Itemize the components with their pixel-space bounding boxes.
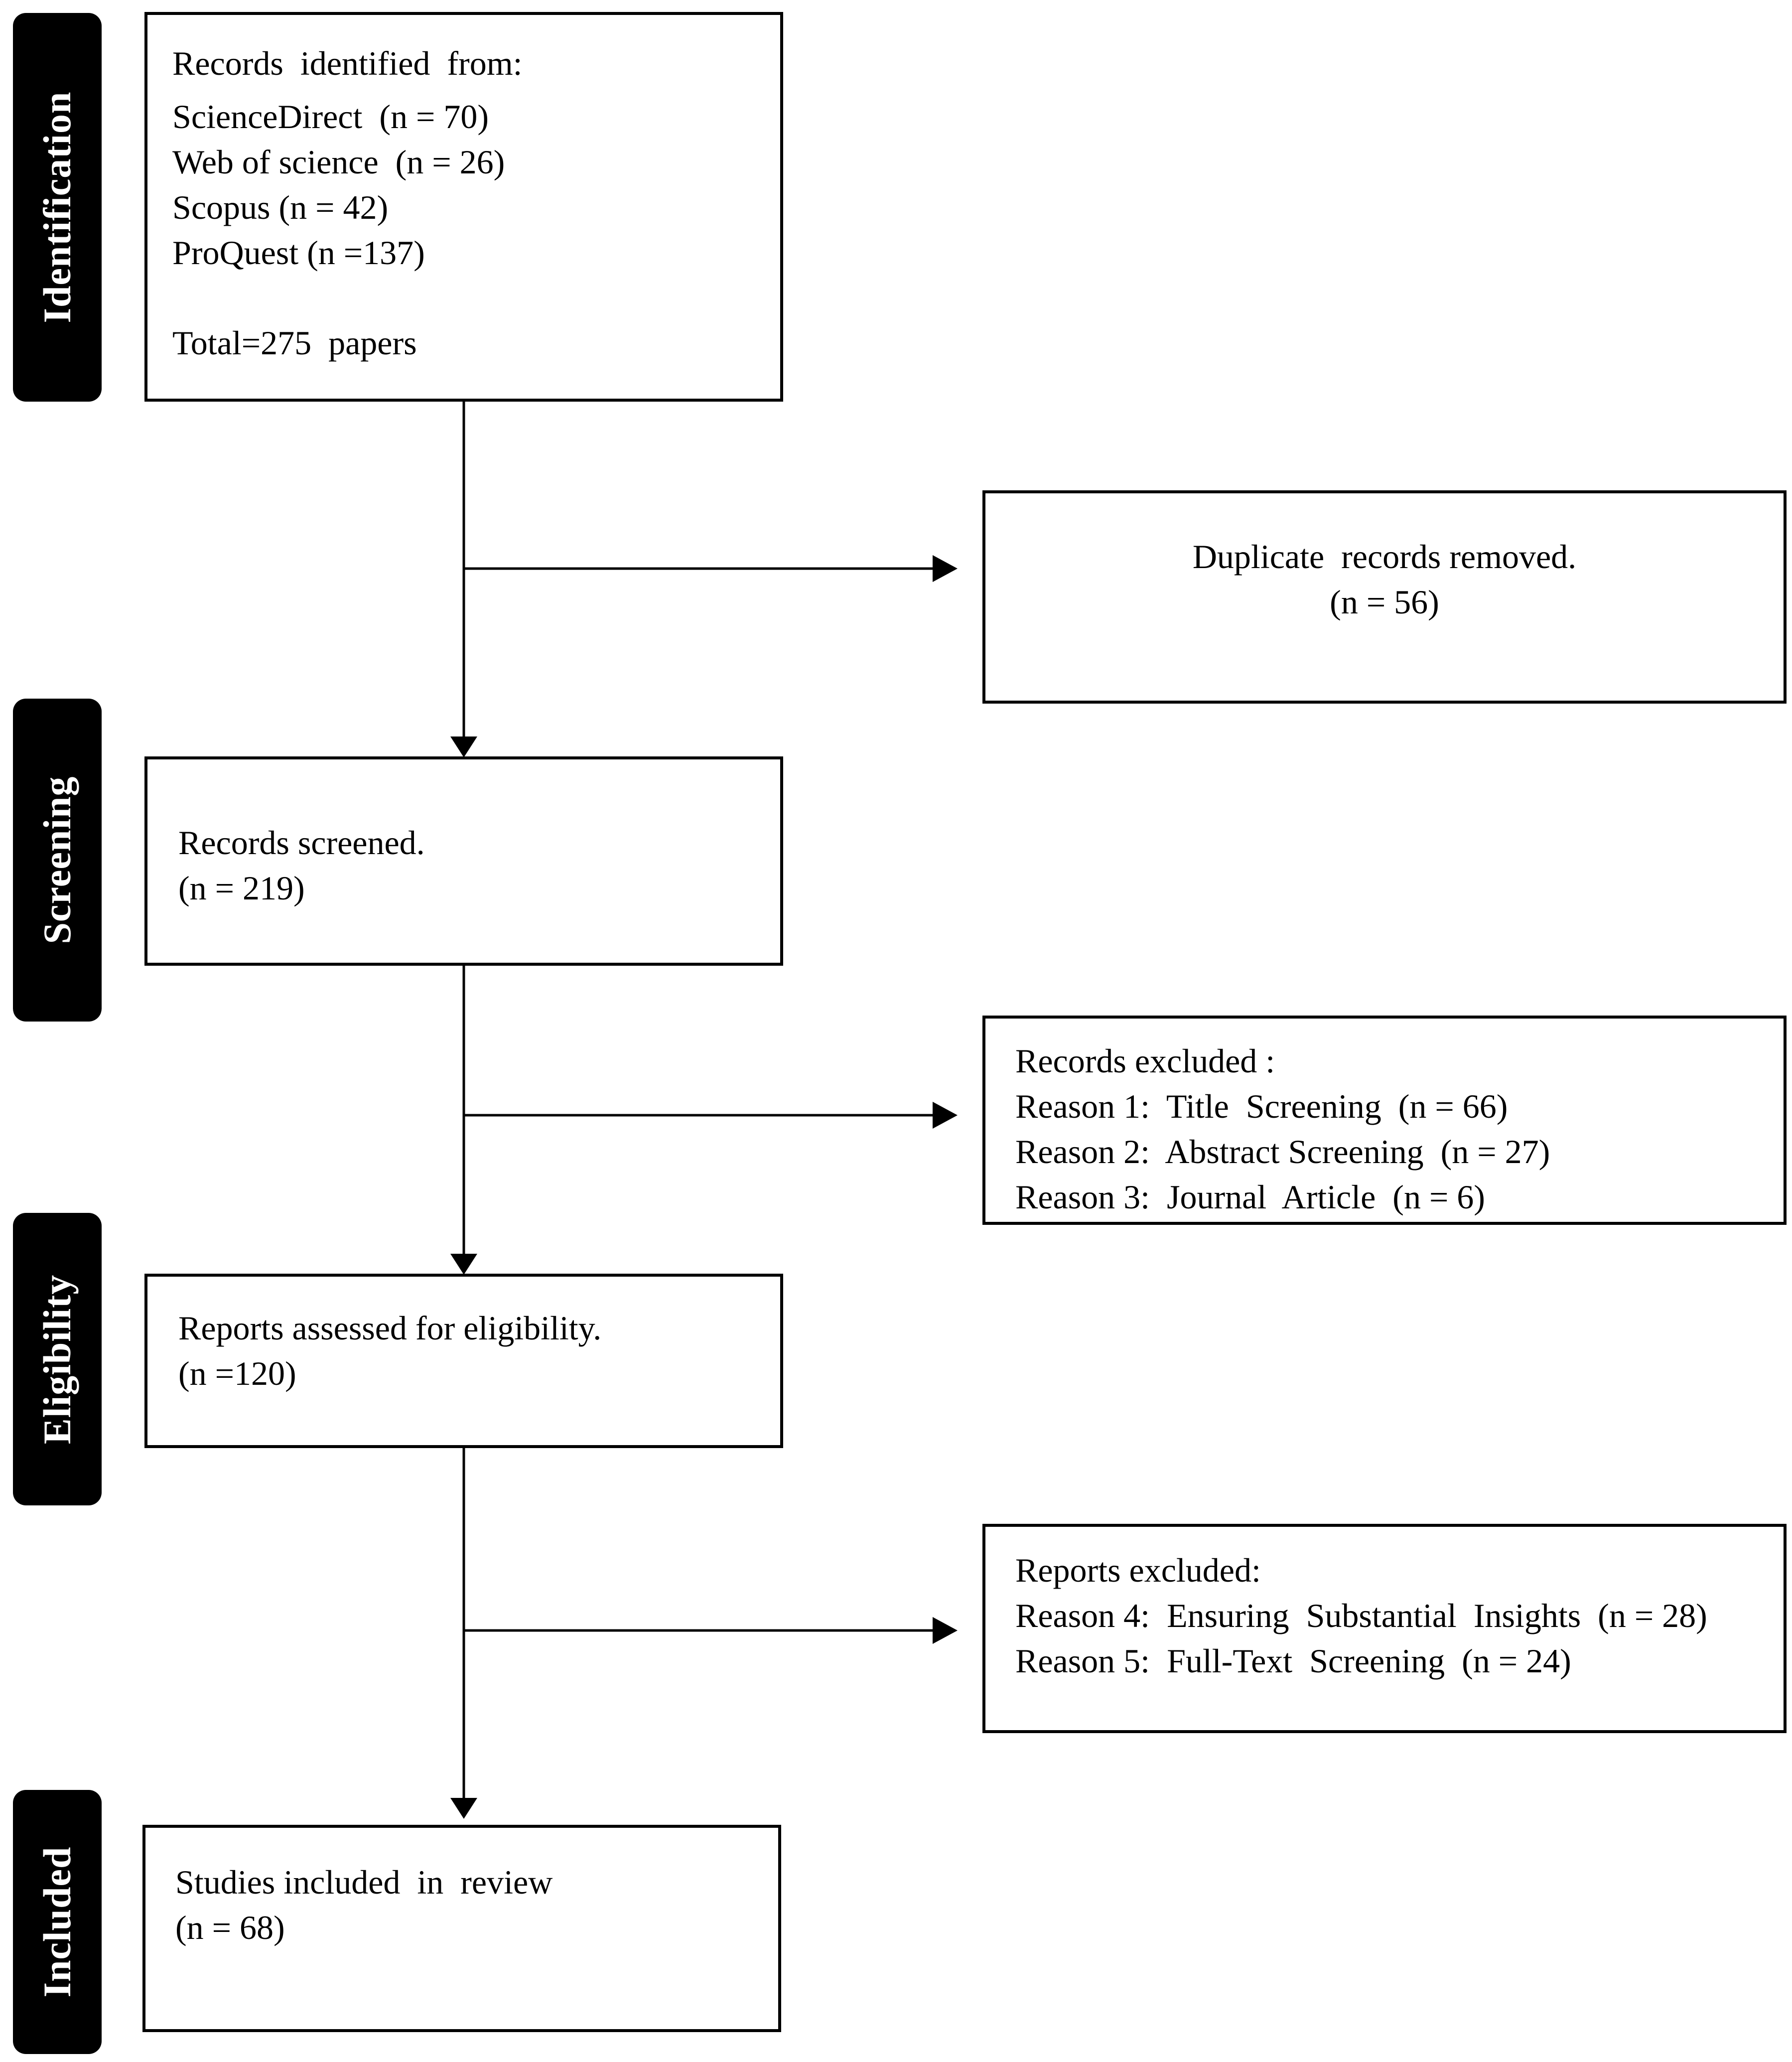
records-screened-count: (n = 219) (178, 869, 305, 907)
arrowhead-eligibility (450, 1254, 477, 1275)
reports-excluded-heading: Reports excluded: (1015, 1551, 1261, 1589)
records-excluded-heading: Records excluded : (1015, 1042, 1275, 1080)
arrowhead-reports-excluded (933, 1617, 958, 1644)
identified-source-proquest: ProQuest (n =137) (172, 234, 425, 272)
records-screened-box: Records screened. (n = 219) (144, 756, 783, 966)
arrowhead-records-excluded (933, 1102, 958, 1129)
eligibility-box: Reports assessed for eligibility. (n =12… (144, 1274, 783, 1448)
reports-excluded-reason-4: Reason 4: Ensuring Substantial Insights … (1015, 1597, 1707, 1634)
identified-heading: Records identified from: (172, 44, 523, 82)
identified-total: Total=275 papers (172, 324, 417, 362)
phase-label-eligibility: Eligibility (13, 1213, 102, 1505)
identified-source-scopus: Scopus (n = 42) (172, 188, 389, 226)
included-label: Studies included in review (175, 1863, 553, 1901)
phase-label-screening: Screening (13, 699, 102, 1022)
arrowhead-included (450, 1798, 477, 1819)
reports-excluded-reason-5: Reason 5: Full-Text Screening (n = 24) (1015, 1642, 1571, 1680)
records-screened-label: Records screened. (178, 824, 425, 862)
identified-source-web-of-science: Web of science (n = 26) (172, 143, 505, 181)
records-excluded-box: Records excluded : Reason 1: Title Scree… (982, 1016, 1787, 1225)
arrowhead-screened (450, 736, 477, 757)
records-excluded-reason-2: Reason 2: Abstract Screening (n = 27) (1015, 1133, 1550, 1171)
eligibility-label: Reports assessed for eligibility. (178, 1309, 602, 1347)
reports-excluded-box: Reports excluded: Reason 4: Ensuring Sub… (982, 1524, 1787, 1733)
duplicates-removed-label: Duplicate records removed. (1192, 538, 1577, 576)
eligibility-count: (n =120) (178, 1354, 296, 1392)
duplicates-removed-count: (n = 56) (1330, 583, 1439, 621)
records-excluded-reason-3: Reason 3: Journal Article (n = 6) (1015, 1178, 1485, 1216)
included-box: Studies included in review (n = 68) (142, 1825, 781, 2032)
included-count: (n = 68) (175, 1909, 285, 1946)
phase-label-included: Included (13, 1790, 102, 2054)
identified-source-sciencedirect: ScienceDirect (n = 70) (172, 98, 489, 136)
phase-label-identification: Identification (13, 13, 102, 402)
identification-box: Records identified from: ScienceDirect (… (144, 12, 783, 402)
duplicates-removed-box: Duplicate records removed. (n = 56) (982, 490, 1787, 704)
arrowhead-duplicates (933, 555, 958, 582)
records-excluded-reason-1: Reason 1: Title Screening (n = 66) (1015, 1087, 1508, 1125)
